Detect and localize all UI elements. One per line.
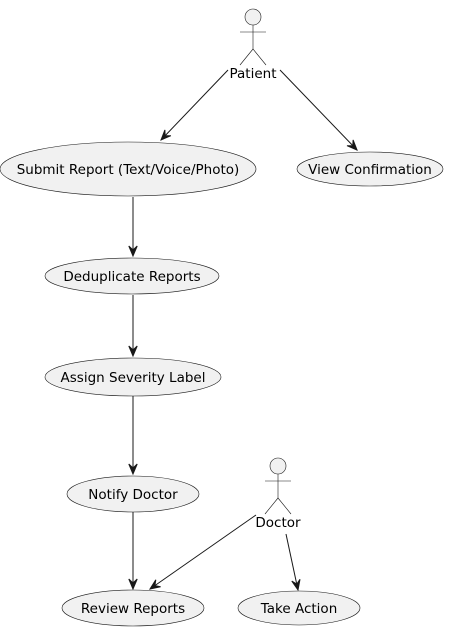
use-case-action: Take Action bbox=[237, 590, 361, 626]
use-case-notify: Notify Doctor bbox=[66, 475, 200, 513]
edge-arrowhead bbox=[128, 463, 138, 476]
use-case-label: Take Action bbox=[260, 601, 338, 617]
use-case-label: Assign Severity Label bbox=[61, 370, 206, 386]
use-case-ellipse bbox=[44, 357, 222, 397]
edge-doctor-action bbox=[285, 533, 301, 592]
actor-label: Patient bbox=[229, 66, 276, 82]
edges-layer bbox=[128, 69, 358, 592]
edge-arrowhead bbox=[128, 578, 138, 591]
use-case-ellipse bbox=[66, 475, 200, 513]
edge-line bbox=[149, 514, 257, 590]
actor-icon bbox=[239, 8, 267, 66]
use-case-ellipse bbox=[0, 141, 257, 197]
use-case-ellipse bbox=[44, 257, 220, 295]
use-case-ellipse bbox=[237, 590, 361, 626]
use-case-label: Review Reports bbox=[81, 601, 185, 617]
edge-line bbox=[285, 533, 299, 591]
use-case-label: Submit Report (Text/Voice/Photo) bbox=[17, 162, 240, 178]
edge-doctor-review bbox=[148, 514, 257, 590]
use-case-dedup: Deduplicate Reports bbox=[44, 257, 220, 295]
use-case-ellipse bbox=[61, 589, 205, 627]
edge-arrowhead bbox=[148, 579, 161, 590]
edge-patient-view bbox=[279, 69, 358, 151]
edge-line bbox=[279, 69, 358, 151]
edge-patient-submit bbox=[160, 69, 229, 141]
edge-arrowhead bbox=[128, 245, 138, 258]
edge-arrowhead bbox=[346, 139, 358, 151]
use-case-review: Review Reports bbox=[61, 589, 205, 627]
edge-severity-notify bbox=[128, 396, 138, 476]
use-case-submit: Submit Report (Text/Voice/Photo) bbox=[0, 141, 257, 197]
edge-arrowhead bbox=[291, 579, 301, 592]
use-cases-layer: Submit Report (Text/Voice/Photo) View Con… bbox=[0, 141, 444, 627]
edge-arrowhead bbox=[128, 345, 138, 358]
use-case-label: Notify Doctor bbox=[88, 487, 178, 503]
use-case-view: View Confirmation bbox=[296, 151, 444, 187]
edge-arrowhead bbox=[160, 129, 172, 141]
use-case-label: Deduplicate Reports bbox=[63, 269, 200, 285]
edge-line bbox=[160, 69, 229, 141]
use-case-severity: Assign Severity Label bbox=[44, 357, 222, 397]
actor-patient: Patient bbox=[229, 8, 277, 82]
edge-notify-review bbox=[128, 512, 138, 591]
edge-submit-dedup bbox=[128, 197, 138, 258]
actor-icon bbox=[264, 457, 292, 515]
use-case-label: View Confirmation bbox=[308, 162, 432, 178]
use-case-ellipse bbox=[296, 151, 444, 187]
actor-label: Doctor bbox=[255, 515, 301, 531]
actor-doctor: Doctor bbox=[255, 457, 301, 531]
edge-dedup-severity bbox=[128, 295, 138, 358]
